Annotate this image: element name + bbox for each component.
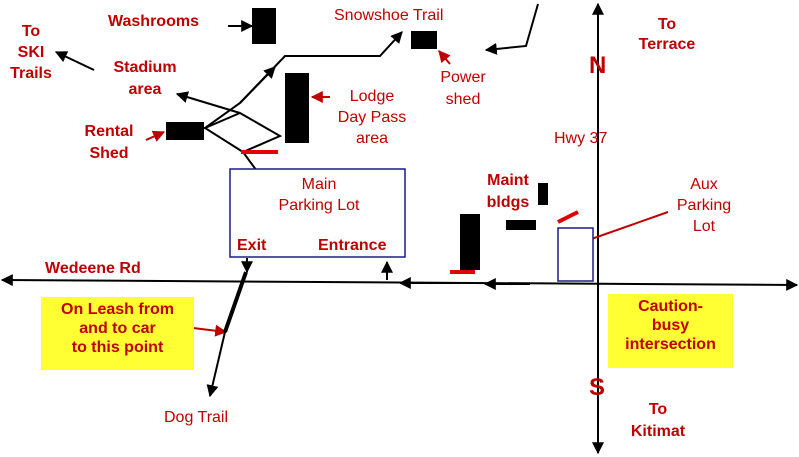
hwy-37-label: Hwy 37	[554, 130, 608, 147]
washroom-building	[252, 8, 276, 44]
south-marker: S	[589, 374, 606, 401]
maint-bldgs-label: Maint bldgs	[477, 170, 539, 214]
rental-shed-building	[166, 122, 204, 140]
rental-line: Rental	[84, 123, 134, 140]
leash-pointer	[192, 324, 228, 337]
power-line: shed	[445, 91, 481, 108]
caution-line: intersection	[625, 336, 716, 353]
aux-line: Parking	[676, 197, 732, 214]
stadium-line: Stadium	[113, 59, 177, 76]
dog-trail-label: Dog Trail	[164, 409, 229, 426]
aux-pointer	[578, 211, 669, 246]
aux-parking-lot	[557, 227, 594, 282]
rental-line: Shed	[89, 145, 129, 162]
maint-line: bldgs	[486, 194, 530, 211]
caution-line: Caution-	[638, 298, 703, 315]
power-pointer	[438, 50, 451, 65]
caution-line: busy	[651, 317, 690, 334]
aux-parking-lot-label: Aux Parking Lot	[664, 174, 744, 237]
lodge-line: Lodge	[349, 88, 395, 105]
leash-segment	[223, 271, 248, 333]
leash-line: and to car	[79, 320, 156, 337]
terrace-arrow	[484, 3, 539, 55]
to-ski-trails-label: To SKI Trails	[4, 21, 58, 84]
maint-building-small	[538, 183, 548, 205]
to-ski-line: To	[21, 23, 41, 40]
snowshoe-trail-label: Snowshoe Trail	[334, 7, 444, 24]
main-parking-lot	[229, 168, 406, 258]
power-shed-label: Power shed	[428, 67, 498, 111]
red-marker	[557, 210, 579, 224]
ski-arrow	[54, 51, 95, 71]
on-leash-note: On Leash from and to car to this point	[41, 297, 194, 370]
caution-note: Caution- busy intersection	[608, 294, 733, 368]
power-line: Power	[440, 69, 486, 86]
leash-line: to this point	[71, 339, 164, 356]
to-terrace-line: Terrace	[638, 36, 696, 53]
main-lot-line: Main	[301, 176, 337, 193]
washrooms-label: Washrooms	[108, 13, 199, 30]
to-kitimat-line: To	[648, 401, 668, 418]
rental-pointer	[145, 130, 166, 142]
lodge-line: area	[355, 130, 389, 147]
to-kitimat-label: To Kitimat	[618, 399, 698, 443]
main-lot-line: Parking Lot	[278, 197, 360, 214]
maint-building-tall	[460, 214, 480, 270]
trail-arrow	[239, 66, 276, 104]
leash-line: On Leash from	[61, 301, 174, 318]
entrance-label: Entrance	[318, 237, 387, 254]
wedeene-road	[0, 274, 799, 291]
aux-line: Aux	[690, 176, 718, 193]
rental-shed-label: Rental Shed	[74, 121, 144, 165]
lodge-day-pass-label: Lodge Day Pass area	[326, 86, 418, 149]
to-kitimat-line: Kitimat	[630, 423, 686, 440]
aux-line: Lot	[692, 218, 716, 235]
wedeene-rd-label: Wedeene Rd	[45, 260, 141, 277]
lodge-building	[285, 73, 309, 143]
to-terrace-line: To	[657, 16, 677, 33]
to-ski-line: Trails	[10, 65, 52, 82]
dog-trail-line	[206, 331, 226, 398]
maint-line: Maint	[487, 172, 529, 189]
stadium-area-label: Stadium area	[100, 57, 190, 101]
power-shed-building	[411, 31, 437, 49]
north-marker: N	[589, 52, 607, 79]
stadium-line: area	[128, 81, 162, 98]
maint-building-flat	[506, 220, 536, 230]
main-parking-lot-label: Main Parking Lot	[255, 174, 383, 216]
to-terrace-label: To Terrace	[622, 15, 712, 55]
to-ski-line: SKI	[17, 44, 45, 61]
lodge-line: Day Pass	[337, 109, 407, 126]
exit-label: Exit	[237, 237, 267, 254]
